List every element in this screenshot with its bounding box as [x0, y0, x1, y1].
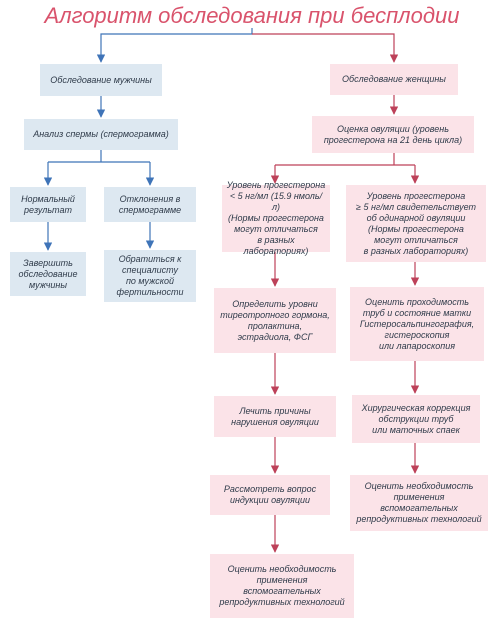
connector-semen-split [48, 150, 150, 163]
connector-title-to-women [252, 33, 399, 63]
connector-title-to-men [96, 28, 253, 63]
node-women-exam: Обследование женщины [330, 64, 458, 95]
node-semen-analysis: Анализ спермы (спермограмма) [24, 119, 178, 150]
node-progesterone-low: Уровень прогестерона< 5 нг/мл (15.9 нмол… [222, 180, 330, 256]
connector-ovulation-split [275, 153, 415, 166]
node-progesterone-high: Уровень прогестерона≥ 5 нг/мл свидетельс… [346, 185, 486, 262]
page-title: Алгоритм обследования при бесплодии [44, 3, 460, 28]
node-men-exam: Обследование мужчины [40, 64, 162, 96]
